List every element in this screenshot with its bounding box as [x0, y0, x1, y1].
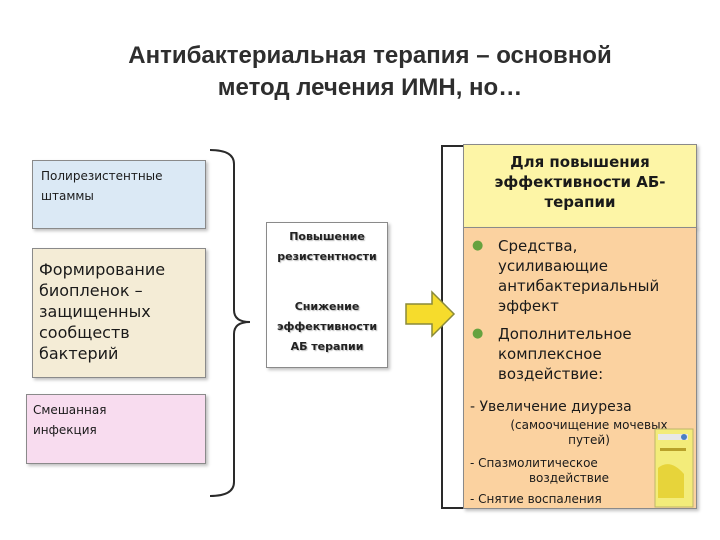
dash-item-spasmolytic: - Спазмолитическое [470, 456, 598, 470]
product-package-image [654, 428, 694, 508]
box3-line-2: инфекция [33, 423, 97, 437]
d1-sub-2: путей) [568, 433, 610, 447]
rh-line-3: терапии [544, 193, 616, 211]
right-arrow-icon [405, 290, 456, 338]
d1-sub-1: (самоочищение мочевых [510, 418, 668, 432]
box-ab-efficiency-header: Для повышения эффективности АБ- терапии [463, 144, 697, 228]
title-line-1: Антибактериальная терапия – основной [128, 42, 612, 69]
bullet-icon: ● [472, 238, 484, 253]
b2-line-3: воздействие: [498, 365, 604, 383]
rh-line-2: эффективности АБ- [494, 173, 666, 191]
box2-line-4: сообществ [39, 323, 130, 342]
box3-line-1: Смешанная [33, 403, 107, 417]
box2-line-1: Формирование [39, 260, 166, 279]
mid-line-5: АБ терапии [290, 340, 364, 353]
box2-line-2: биопленок – [39, 281, 143, 300]
mid-line-1: Повышение [289, 230, 365, 243]
box2-line-3: защищенных [39, 302, 151, 321]
box-multiresistant-strains: Полирезистентные штаммы [32, 160, 206, 229]
bullet-icon: ● [472, 326, 484, 341]
d2-sub-1: воздействие [528, 471, 610, 485]
mid-line-4: эффективности [276, 320, 378, 333]
b1-line-3: антибактериальный [498, 277, 660, 295]
box-measures-list: ● Средства, усиливающие антибактериальны… [463, 227, 697, 509]
b1-line-1: Средства, [498, 237, 578, 255]
box1-line-2: штаммы [41, 189, 94, 203]
box-mixed-infection: Смешанная инфекция [26, 394, 206, 464]
mid-line-2: резистентности [277, 250, 377, 263]
left-group-brace [209, 149, 251, 497]
box-consequences: Повышение резистентности Снижение эффект… [266, 222, 388, 368]
box2-line-5: бактерий [39, 344, 119, 363]
brace-curve [209, 149, 251, 497]
rh-line-1: Для повышения [510, 153, 650, 171]
dash-item-inflammation: - Снятие воспаления [470, 492, 602, 506]
b1-line-4: эффект [498, 297, 559, 315]
title-line-2: метод лечения ИМН, но… [217, 74, 523, 101]
b2-line-1: Дополнительное [498, 325, 632, 343]
box1-line-1: Полирезистентные [41, 169, 163, 183]
dash-item-spasmolytic-detail: воздействие [484, 471, 654, 486]
slide-title: Антибактериальная терапия – основной мет… [40, 40, 700, 104]
list-item: ● Средства, усиливающие антибактериальны… [472, 236, 659, 316]
b1-line-2: усиливающие [498, 257, 608, 275]
list-item: ● Дополнительное комплексное воздействие… [472, 324, 632, 384]
dash-item-diuresis: - Увеличение диуреза [470, 399, 632, 415]
dash-item-diuresis-detail: (самоочищение мочевых путей) [484, 418, 694, 448]
box-biofilm-formation: Формирование биопленок – защищенных сооб… [32, 248, 206, 378]
b2-line-2: комплексное [498, 345, 602, 363]
mid-line-3: Снижение [294, 300, 360, 313]
